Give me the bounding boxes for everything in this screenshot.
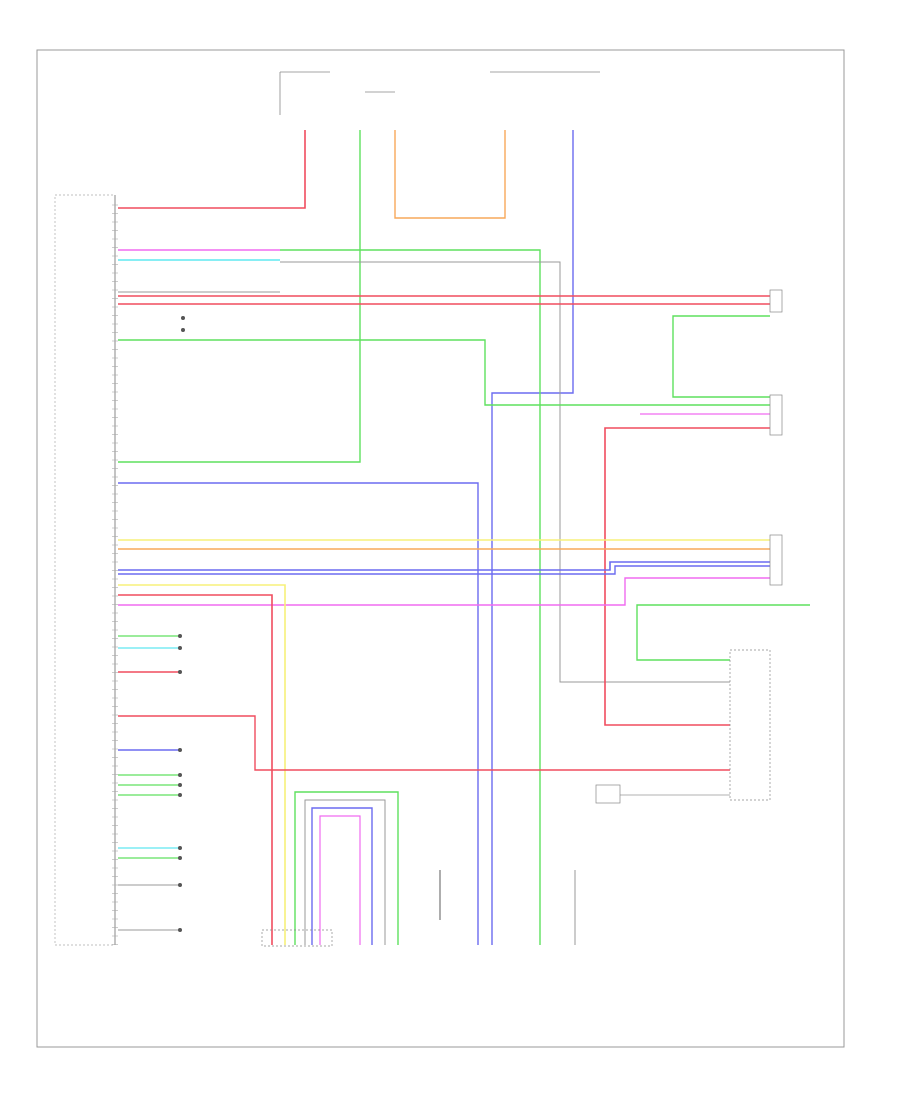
connector-dot [178, 773, 182, 777]
connector-dot [178, 670, 182, 674]
component-sensor-right-2 [769, 394, 783, 436]
wire-red-mid [604, 427, 770, 726]
components [261, 289, 783, 947]
ecu-connector-block [54, 194, 116, 946]
wire-magenta-lower [118, 577, 770, 606]
wire-blue-rail-1 [118, 561, 770, 571]
wire-green-sensor [118, 339, 770, 406]
component-switch-right-lower [729, 649, 771, 801]
diagram-border [36, 49, 845, 1048]
connector-marks [112, 204, 185, 945]
connector-dot [181, 316, 185, 320]
wire-red-down [118, 594, 273, 945]
component-sensor-right-1 [769, 289, 783, 313]
wire-red-top-fuse [118, 130, 306, 209]
connector-dot [178, 846, 182, 850]
wire-magenta-bottom-loop [319, 815, 361, 945]
wire-red-lower [118, 715, 730, 771]
connector-dot [178, 646, 182, 650]
connector-dot [181, 328, 185, 332]
connector-dot [178, 634, 182, 638]
connector-dot [178, 783, 182, 787]
wire-group [118, 130, 810, 945]
component-fuse-small [595, 784, 621, 804]
wire-blue-rail-2 [118, 565, 770, 575]
connector-dot [178, 856, 182, 860]
ecu-connector-dashed-box [54, 194, 116, 946]
connector-dot [178, 748, 182, 752]
wire-green-long [280, 249, 541, 945]
component-bottom-sensor [261, 929, 333, 947]
wire-green-right-lower [636, 604, 810, 661]
wire-blue-bottom-loop [311, 807, 373, 945]
power-supply-region [279, 71, 600, 115]
wire-green-bottom-loop [294, 791, 399, 945]
wire-blue-top [491, 130, 574, 945]
connector-dot [178, 793, 182, 797]
connector-dot [178, 883, 182, 887]
wire-gray-bottom-loop [304, 799, 386, 945]
wire-green-sensor-loop [672, 315, 770, 398]
wire-blue-2 [118, 482, 479, 945]
wire-green-top [118, 130, 361, 463]
wire-gray-long [280, 261, 730, 683]
connector-dot [178, 928, 182, 932]
wire-yellow-down [118, 584, 286, 945]
component-sensor-right-3 [769, 534, 783, 586]
wire-orange-loop [394, 130, 506, 219]
